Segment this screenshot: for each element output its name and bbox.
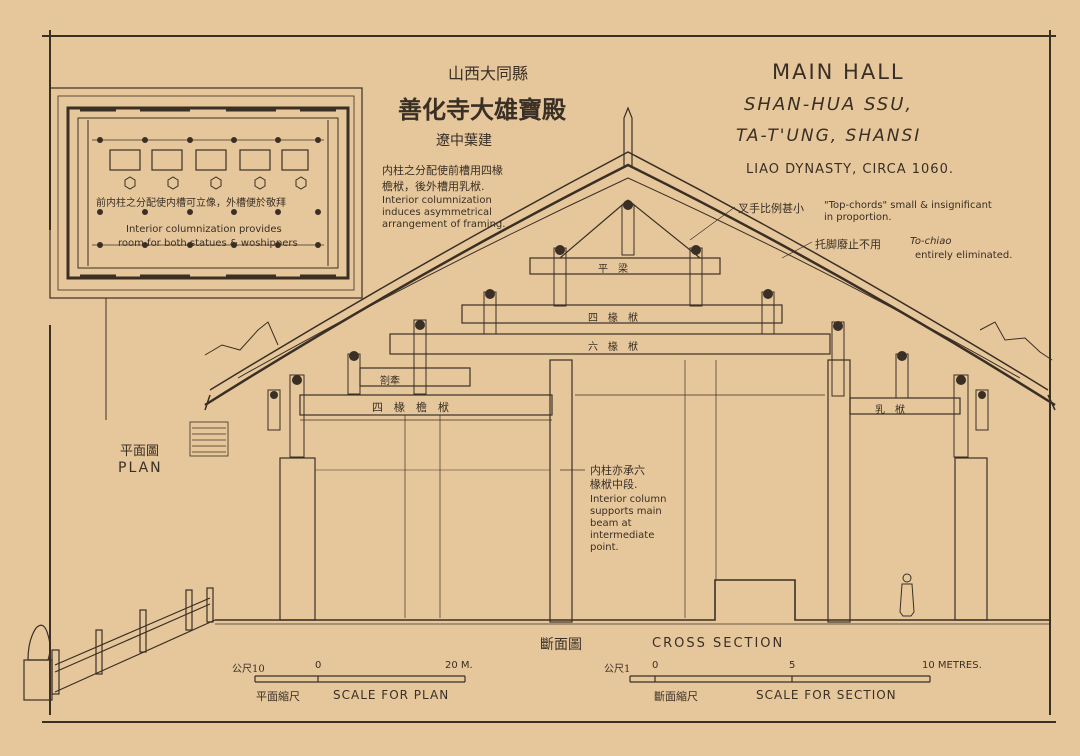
plan-note-en-2: room for both statues & woshippers [118, 238, 298, 249]
beam-label-ru-fu: 乳 栿 [875, 405, 905, 416]
column-note-cn-1: 内柱之分配使前槽用四椽 [382, 164, 503, 177]
beam-label-liu-chuan: 六 椽 栿 [588, 342, 638, 353]
section-scale-mid: 5 [789, 660, 796, 671]
plan-scale-label-en: SCALE FOR PLAN [333, 688, 450, 702]
hall-title-cn: 善化寺大雄寶殿 [398, 95, 566, 124]
plan-scale-zero: 0 [315, 660, 322, 671]
temple-location: TA-T'UNG, SHANSI [736, 126, 922, 146]
plan-label-cn: 平面圖 [120, 444, 160, 459]
human-figure-icon [899, 573, 915, 617]
tochiao-note-en-b: entirely eliminated. [915, 250, 1013, 261]
platform-ground [215, 579, 1050, 625]
section-scale-zero: 0 [652, 660, 659, 671]
plan-note-en-1: Interior columnization provides [126, 224, 282, 235]
section-scale-label-cn: 斷面縮尺 [654, 690, 698, 703]
dynasty-cn: 遼中葉建 [436, 133, 492, 149]
temple-name: SHAN-HUA SSU, [744, 94, 914, 115]
main-hall-title: MAIN HALL [772, 60, 905, 84]
plan-scale-unit: 公尺10 [232, 664, 265, 675]
support-note-cn-2: 椽栿中段. [590, 478, 638, 491]
section-scale-end: 10 METRES. [922, 660, 982, 671]
topchord-note-cn: 叉手比例甚小 [738, 202, 804, 215]
plan-inset [49, 87, 363, 420]
plan-label-en: PLAN [118, 460, 163, 476]
dynasty-en: LIAO DYNASTY, CIRCA 1060. [746, 162, 954, 177]
column-note-en: Interior columnization induces asymmetri… [382, 195, 506, 230]
province-title-cn: 山西大同縣 [448, 64, 529, 83]
column-note-cn-2: 檐栿，後外槽用乳栿. [382, 180, 485, 193]
plan-scale-label-cn: 平面縮尺 [256, 690, 300, 703]
beam-label-zha-qian: 劄牽 [380, 376, 400, 387]
leader-lines [560, 206, 813, 471]
beam-label-si-chuan-yan: 四 椽 檐 栿 [372, 401, 449, 414]
plan-hatch-box [189, 421, 229, 457]
topchord-note-en: "Top-chords" small & insignificant in pr… [824, 200, 992, 223]
scale-bar-section [629, 675, 931, 683]
tochiao-note-en-a: To-chiao [910, 236, 952, 247]
beam-label-si-chuan: 四 椽 栿 [588, 313, 638, 324]
beam-label-ping-liang: 平 梁 [598, 264, 628, 275]
support-note-en: Interior column supports main beam at in… [590, 494, 667, 553]
section-scale-unit: 公尺1 [604, 664, 631, 675]
plan-note-cn: 前内柱之分配使内槽可立像，外槽便於敬拜 [96, 198, 286, 209]
purlin-joints [270, 200, 986, 399]
tochiao-note-cn: 托脚廢止不用 [815, 238, 881, 251]
plan-scale-end: 20 M. [445, 660, 473, 671]
section-label-cn: 斷面圖 [540, 637, 582, 653]
entrance-stairs [23, 587, 216, 701]
roof-structure [204, 106, 1056, 411]
sheet-border [42, 30, 1056, 723]
section-scale-label-en: SCALE FOR SECTION [756, 688, 897, 702]
scale-bar-plan [254, 675, 466, 683]
support-note-cn-1: 内柱亦承六 [590, 464, 645, 477]
section-label-en: CROSS SECTION [652, 636, 785, 651]
